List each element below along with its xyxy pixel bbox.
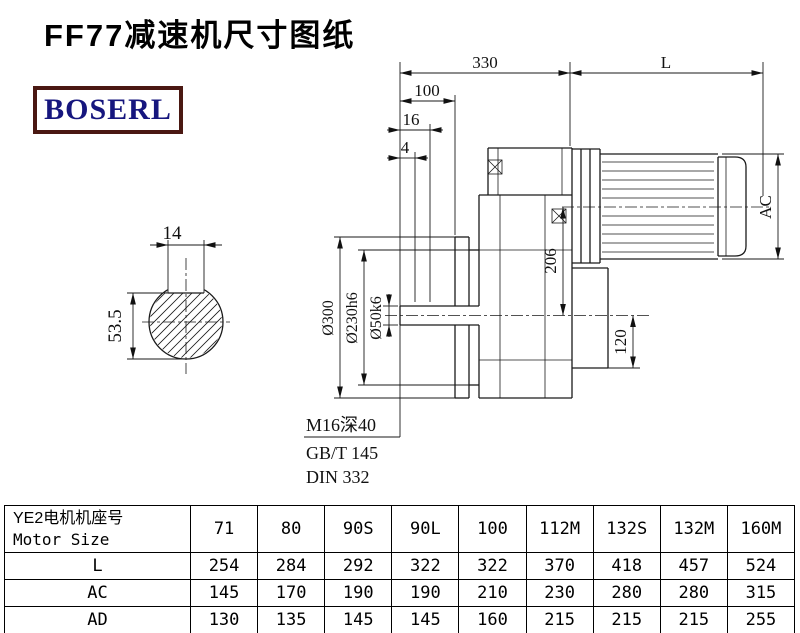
table-cell: 322 <box>458 552 527 580</box>
fan-cover <box>717 156 747 257</box>
dimension-L: L <box>570 53 763 76</box>
table-cell: 190 <box>324 579 393 607</box>
motor-size-header: YE2电机机座号 Motor Size <box>4 505 191 553</box>
dia-50-label: Ø50k6 <box>368 296 385 340</box>
output-flange <box>454 236 479 399</box>
table-cell: 215 <box>592 606 661 633</box>
dimension-key-to-bottom: 53.5 <box>105 292 186 360</box>
table-cell: 215 <box>659 606 728 633</box>
column-header: 132S <box>592 505 661 553</box>
table-cell: 135 <box>257 606 326 633</box>
table-cell: 145 <box>391 606 460 633</box>
dimension-206: 206 <box>541 207 566 316</box>
tapped-hole-symbol <box>551 208 567 224</box>
table-cell: 322 <box>391 552 460 580</box>
dimension-330: 330 <box>400 53 570 76</box>
column-header: 90L <box>391 505 460 553</box>
table-cell: 280 <box>659 579 728 607</box>
column-header: 80 <box>257 505 326 553</box>
dimension-flange-diameter: Ø300 <box>320 236 455 399</box>
dimension-shaft-diameter: Ø50k6 <box>368 294 398 340</box>
table-cell: 170 <box>257 579 326 607</box>
table-cell: 145 <box>324 606 393 633</box>
table-cell: 190 <box>391 579 460 607</box>
column-header: 132M <box>659 505 728 553</box>
dimension-AC: AC <box>722 153 784 260</box>
dim-4-label: 4 <box>401 138 410 157</box>
table-cell: 160 <box>458 606 527 633</box>
header-cn: YE2电机机座号 <box>13 510 124 527</box>
dimension-4: 4 <box>387 138 428 161</box>
table-cell: 370 <box>525 552 594 580</box>
row-label: AD <box>4 606 191 633</box>
note-din-label: DIN 332 <box>306 467 370 487</box>
table-cell: 457 <box>659 552 728 580</box>
shaft-cross-section: 14 53.5 <box>105 223 230 374</box>
table-header-row: YE2电机机座号 Motor Size 71 80 90S 90L 100 11… <box>4 505 796 553</box>
table-cell: 284 <box>257 552 326 580</box>
dim-330-label: 330 <box>472 53 498 72</box>
row-label: L <box>4 552 191 580</box>
dim-100-label: 100 <box>414 81 440 100</box>
table-row: AD 130 135 145 145 160 215 215 215 255 <box>4 606 796 633</box>
table-cell: 145 <box>189 579 259 607</box>
dimensions: 330 L 100 16 <box>304 53 784 487</box>
table-row: AC 145 170 190 190 210 230 280 280 315 <box>4 579 796 607</box>
gearbox-side-view <box>385 147 770 399</box>
table-cell: 315 <box>726 579 796 607</box>
dimension-spigot-diameter: Ø230h6 <box>344 249 469 386</box>
dimension-100: 100 <box>400 81 455 104</box>
table-cell: 210 <box>458 579 527 607</box>
dim-53-5-label: 53.5 <box>105 309 126 342</box>
gear-housing <box>478 147 609 399</box>
note-tap-label: M16深40 <box>306 415 376 435</box>
motor-fins <box>602 161 714 253</box>
dim-AC-label: AC <box>756 195 775 219</box>
logo-text: BOSERL <box>44 93 172 126</box>
motor <box>572 148 747 264</box>
column-header: 112M <box>525 505 594 553</box>
row-label: AC <box>4 579 191 607</box>
table-cell: 292 <box>324 552 393 580</box>
column-header: 71 <box>189 505 259 553</box>
table-cell: 524 <box>726 552 796 580</box>
dimension-120: 120 <box>608 315 640 369</box>
page-title: FF77减速机尺寸图纸 <box>44 18 356 53</box>
shaft-end-notes: M16深40 GB/T 145 DIN 332 <box>304 325 401 487</box>
table-row: L 254 284 292 322 322 370 418 457 524 <box>4 552 796 580</box>
logo-box: BOSERL <box>33 86 183 134</box>
dimension-16: 16 <box>387 110 443 133</box>
column-header: 90S <box>324 505 393 553</box>
table-cell: 130 <box>189 606 259 633</box>
dia-230-label: Ø230h6 <box>344 292 361 344</box>
column-header: 100 <box>458 505 527 553</box>
dim-120-label: 120 <box>611 329 630 355</box>
dim-L-label: L <box>661 53 671 72</box>
table-cell: 280 <box>592 579 661 607</box>
header-en: Motor Size <box>13 530 110 549</box>
table-cell: 254 <box>189 552 259 580</box>
dimension-table: YE2电机机座号 Motor Size 71 80 90S 90L 100 11… <box>4 505 796 633</box>
table-cell: 418 <box>592 552 661 580</box>
column-header: 160M <box>726 505 796 553</box>
table-cell: 230 <box>525 579 594 607</box>
dia-300-label: Ø300 <box>320 300 337 336</box>
table-cell: 255 <box>726 606 796 633</box>
note-gb-label: GB/T 145 <box>306 443 378 463</box>
dim-206-label: 206 <box>541 248 560 274</box>
tapped-hole-symbol <box>487 159 503 175</box>
dim-14-label: 14 <box>163 223 183 244</box>
dim-16-label: 16 <box>403 110 420 129</box>
table-cell: 215 <box>525 606 594 633</box>
dimension-keyway-width: 14 <box>150 223 222 293</box>
